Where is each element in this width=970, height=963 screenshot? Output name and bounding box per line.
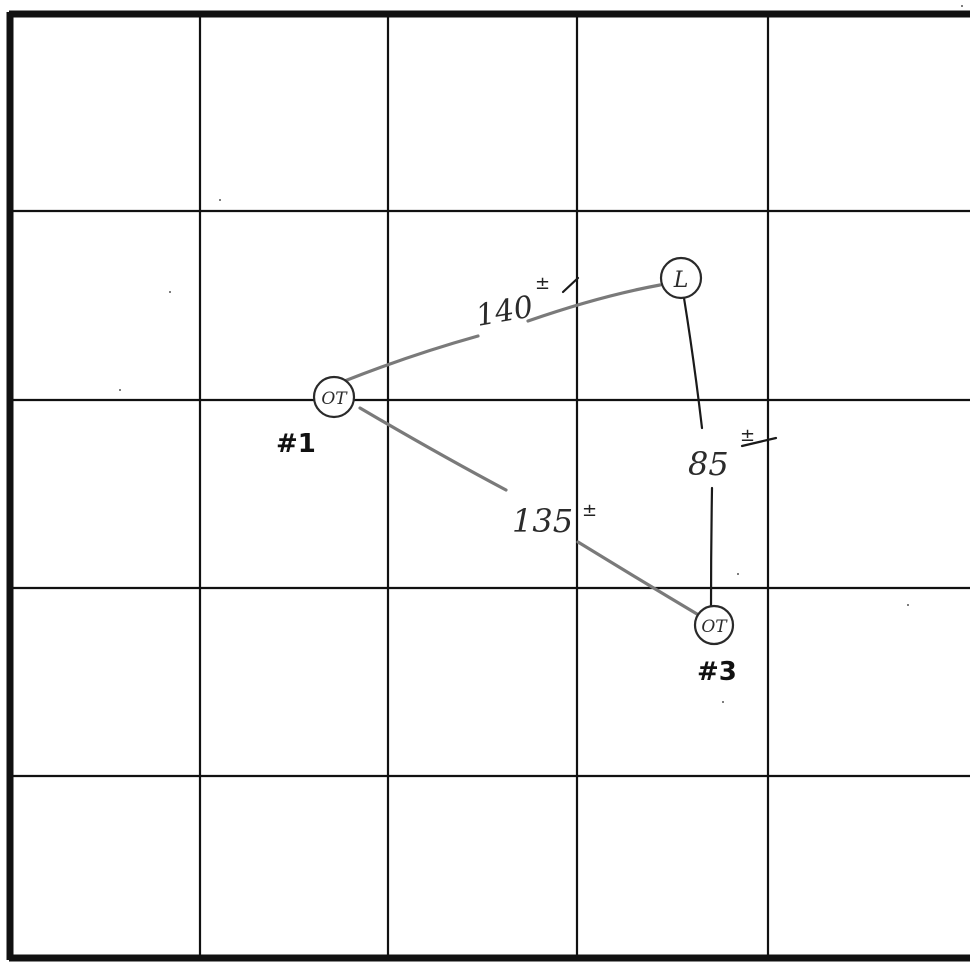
- node-mark: L: [673, 268, 689, 293]
- edge-line: [358, 406, 508, 492]
- distance-label: 85: [688, 445, 729, 483]
- node-label: #3: [697, 657, 737, 687]
- speck: [737, 573, 739, 575]
- node-circle: [312, 375, 356, 419]
- node-1: OT #1: [276, 375, 356, 459]
- speck: [169, 291, 171, 293]
- speck: [119, 389, 121, 391]
- node-mark: OT: [321, 389, 348, 409]
- tick-mark: [740, 436, 778, 448]
- node-3: OT #3: [693, 604, 737, 687]
- edge-1-2: [340, 283, 662, 384]
- edge-label-1-3: 135 ±: [512, 500, 597, 540]
- tolerance-label: ±: [582, 500, 597, 521]
- edge-label-2-3: 85 ±: [688, 425, 778, 483]
- tick-mark: [561, 276, 580, 294]
- speck: [219, 199, 221, 201]
- edge-2-3: [682, 296, 714, 612]
- node-mark: OT: [701, 617, 728, 637]
- edge-line: [576, 540, 704, 619]
- grid-frame: [6, 10, 970, 962]
- distance-label: 140: [473, 289, 535, 333]
- node-2: L: [659, 256, 703, 300]
- edge-line: [709, 486, 714, 612]
- node-circle: [693, 604, 735, 646]
- speck: [722, 701, 724, 703]
- edge-label-1-2: 140 ±: [473, 273, 580, 334]
- edge-1-3: [358, 406, 704, 619]
- tolerance-label: ±: [535, 273, 550, 294]
- edge-line: [340, 334, 480, 384]
- tolerance-label: ±: [740, 425, 755, 446]
- edge-line: [682, 296, 704, 430]
- grid-lines: [10, 14, 970, 958]
- node-circle: [659, 256, 703, 300]
- speck: [907, 604, 909, 606]
- edge-line: [526, 283, 662, 323]
- speck: [961, 5, 963, 7]
- paper-specks: [119, 5, 963, 703]
- node-label: #1: [276, 429, 316, 459]
- distance-label: 135: [512, 502, 573, 540]
